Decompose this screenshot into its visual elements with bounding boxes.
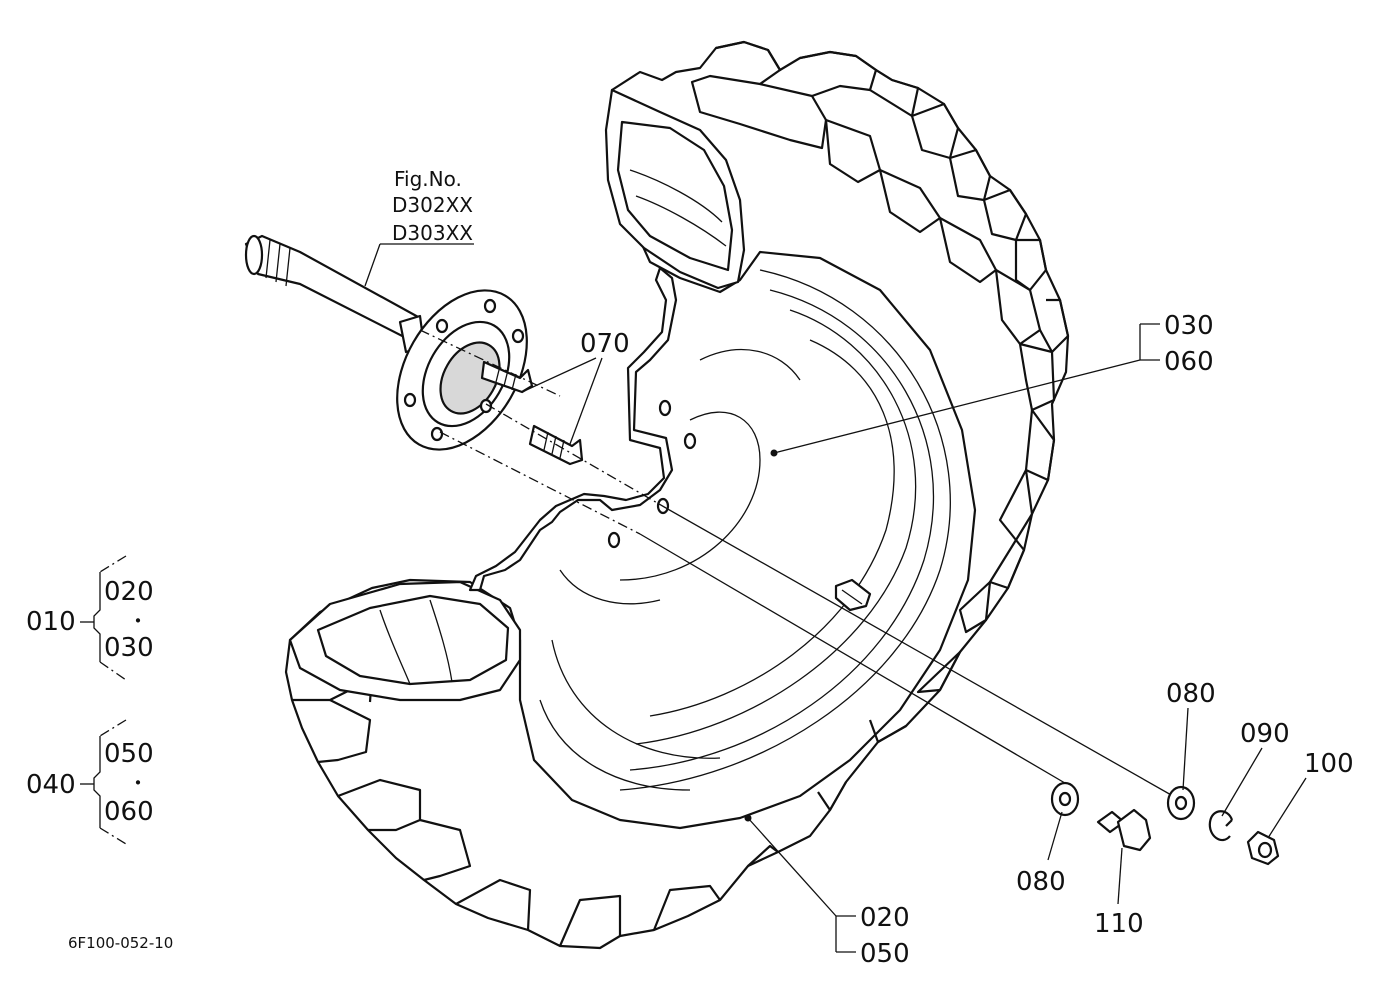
bolt-110 bbox=[1096, 808, 1152, 852]
assembly-group-010: 010 020 ・ 030 bbox=[26, 555, 154, 681]
stud-bolt-upper bbox=[480, 360, 534, 394]
callout-080-left: 080 bbox=[1016, 867, 1066, 897]
assembly-040-separator: ・ bbox=[128, 771, 148, 795]
drawing-id: 6F100-052-10 bbox=[68, 934, 173, 952]
figure-reference: Fig.No. D302XX D303XX bbox=[392, 167, 473, 245]
callout-110: 110 bbox=[1094, 909, 1144, 939]
fig-code-2[interactable]: D303XX bbox=[392, 221, 473, 245]
leader-lines bbox=[364, 243, 1307, 953]
tire bbox=[284, 40, 1070, 950]
nut-100 bbox=[1246, 830, 1280, 866]
axle-shaft bbox=[244, 234, 426, 354]
callout-030: 030 bbox=[1164, 311, 1214, 341]
callout-090: 090 bbox=[1240, 719, 1290, 749]
callout-070: 070 bbox=[580, 329, 630, 359]
wheel-disc bbox=[468, 266, 872, 612]
callout-080-right: 080 bbox=[1166, 679, 1216, 709]
callout-060: 060 bbox=[1164, 347, 1214, 377]
fig-no-label[interactable]: Fig.No. bbox=[394, 167, 462, 191]
callout-100: 100 bbox=[1304, 749, 1354, 779]
spring-washer-090 bbox=[1208, 810, 1234, 842]
assembly-010-child-020: 020 bbox=[104, 577, 154, 607]
assembly-040-child-060: 060 bbox=[104, 797, 154, 827]
fig-code-1[interactable]: D302XX bbox=[392, 193, 473, 217]
callout-050: 050 bbox=[860, 939, 910, 969]
washer-080-right bbox=[1166, 785, 1196, 821]
assembly-040-child-050: 050 bbox=[104, 739, 154, 769]
washer-080-left bbox=[1050, 781, 1080, 817]
assembly-010-label: 010 bbox=[26, 607, 76, 637]
valve-stem bbox=[834, 578, 872, 612]
hub-flange bbox=[396, 289, 528, 451]
assembly-010-child-030: 030 bbox=[104, 633, 154, 663]
assembly-040-label: 040 bbox=[26, 770, 76, 800]
assembly-group-040: 040 050 ・ 060 bbox=[26, 719, 154, 845]
assembly-010-separator: ・ bbox=[128, 609, 148, 633]
callout-020: 020 bbox=[860, 903, 910, 933]
